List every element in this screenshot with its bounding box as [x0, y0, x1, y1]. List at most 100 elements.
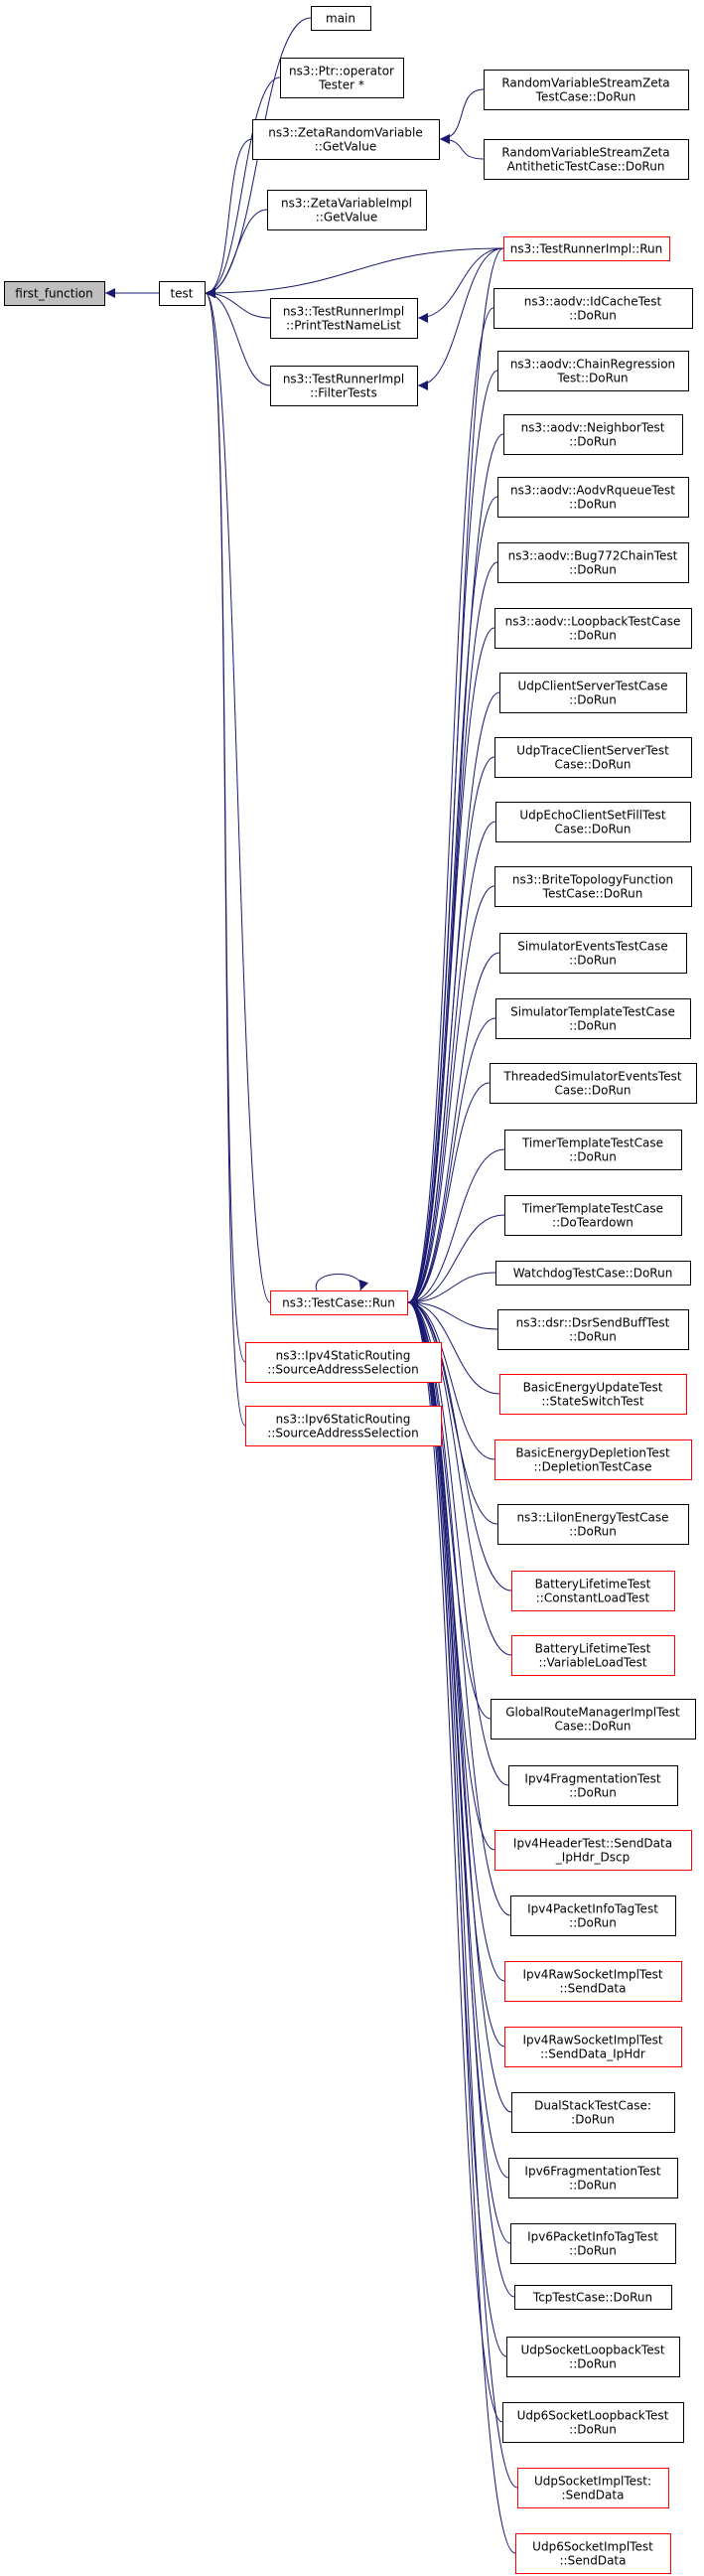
node-udp6-socket-send[interactable]: Udp6SocketImplTest::SendData	[515, 2533, 671, 2574]
edge-rvs-zeta-to-zeta-rv-getvalue	[439, 88, 485, 144]
edge-ipv4-pkt-info-to-testcase-run	[407, 1297, 511, 1916]
node-ipv4-frag[interactable]: Ipv4FragmentationTest::DoRun	[508, 1765, 678, 1806]
node-ipv6-sas[interactable]: ns3::Ipv6StaticRouting::SourceAddressSel…	[245, 1406, 442, 1446]
node-label: Ipv4RawSocketImplTest	[522, 1968, 662, 1982]
node-label: GlobalRouteManagerImplTest	[505, 1706, 680, 1720]
node-box	[494, 1830, 692, 1871]
node-trimpl-run[interactable]: ns3::TestRunnerImpl::Run	[503, 236, 670, 261]
node-box	[504, 1130, 682, 1170]
node-box	[494, 737, 692, 778]
node-main[interactable]: main	[311, 6, 371, 31]
node-label: ::SendData_IpHdr	[540, 2047, 645, 2061]
node-label: ns3::aodv::ChainRegression	[510, 358, 675, 372]
node-label: ::DoRun	[569, 1019, 617, 1033]
node-label: ::DoRun	[569, 2423, 617, 2437]
node-label: ::GetValue	[316, 211, 377, 225]
node-label: ::GetValue	[315, 140, 376, 154]
node-label: ::DoRun	[569, 1916, 617, 1930]
node-label: ns3::aodv::AodvRqueueTest	[510, 484, 675, 498]
node-dsr-sendbuff[interactable]: ns3::dsr::DsrSendBuffTest::DoRun	[497, 1309, 689, 1350]
node-tcp[interactable]: TcpTestCase::DoRun	[514, 2285, 672, 2310]
node-ipv4-header[interactable]: Ipv4HeaderTest::SendData_IpHdr_Dscp	[494, 1830, 692, 1871]
node-label: ns3::ZetaVariableImpl	[281, 197, 412, 211]
edge-aodv-neighbor-to-testcase-run	[407, 433, 504, 1307]
node-zeta-var-impl[interactable]: ns3::ZetaVariableImpl::GetValue	[267, 190, 427, 230]
node-label: UdpClientServerTestCase	[517, 680, 667, 693]
node-trimpl-filtertests[interactable]: ns3::TestRunnerImpl::FilterTests	[270, 366, 418, 406]
node-label: ::DoRun	[569, 1525, 617, 1539]
node-basic-energy-depletion[interactable]: BasicEnergyDepletionTest::DepletionTestC…	[494, 1440, 692, 1480]
node-label: ::DoRun	[569, 563, 617, 577]
node-label: ::DoRun	[569, 309, 617, 323]
edge-trimpl-filtertests-to-test	[205, 288, 271, 386]
edge-timer-teardown-to-testcase-run	[407, 1214, 505, 1307]
node-box	[4, 281, 105, 306]
node-udp-socket-send[interactable]: UdpSocketImplTest::SendData	[517, 2468, 669, 2508]
node-ipv4-pkt-info[interactable]: Ipv4PacketInfoTagTest::DoRun	[510, 1895, 676, 1936]
node-sim-template[interactable]: SimulatorTemplateTestCase::DoRun	[495, 998, 691, 1039]
node-aodv-loopback[interactable]: ns3::aodv::LoopbackTestCase::DoRun	[494, 608, 692, 649]
node-trimpl-printtestnamelist[interactable]: ns3::TestRunnerImpl::PrintTestNameList	[270, 298, 418, 339]
node-box	[484, 70, 689, 110]
node-box	[511, 2092, 675, 2133]
node-watchdog[interactable]: WatchdogTestCase::DoRun	[495, 1261, 691, 1286]
node-label: :SendData	[562, 2489, 625, 2502]
node-udp-loopback[interactable]: UdpSocketLoopbackTest::DoRun	[506, 2337, 680, 2377]
node-label: first_function	[15, 287, 92, 301]
node-ipv4-sas[interactable]: ns3::Ipv4StaticRouting::SourceAddressSel…	[245, 1342, 442, 1383]
node-aodv-neighbor[interactable]: ns3::aodv::NeighborTest::DoRun	[503, 414, 683, 455]
node-box	[497, 1309, 689, 1350]
node-timer-teardown[interactable]: TimerTemplateTestCase::DoTeardown	[504, 1195, 682, 1236]
node-rvs-zeta-anti[interactable]: RandomVariableStreamZetaAntitheticTestCa…	[484, 139, 689, 180]
node-label: ::DoRun	[569, 1330, 617, 1344]
node-testcase-run[interactable]: ns3::TestCase::Run	[270, 1290, 408, 1315]
edge-basic-energy-depletion-to-testcase-run	[407, 1297, 495, 1460]
edge-threaded-sim-to-testcase-run	[407, 1082, 491, 1307]
node-label: ns3::TestRunnerImpl	[283, 305, 404, 319]
node-label: Tester *	[318, 78, 364, 92]
node-brite[interactable]: ns3::BriteTopologyFunctionTestCase::DoRu…	[494, 866, 692, 907]
node-box	[515, 2533, 671, 2574]
node-test[interactable]: test	[159, 281, 206, 306]
node-aodv-idcache[interactable]: ns3::aodv::IdCacheTest::DoRun	[493, 288, 693, 329]
node-label: TimerTemplateTestCase	[521, 1202, 663, 1216]
node-liion[interactable]: ns3::LiIonEnergyTestCase::DoRun	[497, 1504, 689, 1545]
edge-testcase-run-to-testcase-run	[315, 1274, 369, 1291]
node-basic-energy-update[interactable]: BasicEnergyUpdateTest::StateSwitchTest	[499, 1374, 687, 1415]
node-timer-dorun[interactable]: TimerTemplateTestCase::DoRun	[504, 1130, 682, 1170]
node-first-function[interactable]: first_function	[4, 281, 105, 306]
node-label: UdpEchoClientSetFillTest	[519, 809, 666, 823]
node-ipv6-frag[interactable]: Ipv6FragmentationTest::DoRun	[508, 2158, 678, 2198]
node-label: ns3::aodv::NeighborTest	[521, 421, 665, 435]
node-label: WatchdogTestCase::DoRun	[513, 1267, 673, 1281]
node-label: DualStackTestCase:	[534, 2099, 651, 2113]
node-aodv-rqueue[interactable]: ns3::aodv::AodvRqueueTest::DoRun	[497, 477, 689, 518]
node-ipv6-pkt-info[interactable]: Ipv6PacketInfoTagTest::DoRun	[510, 2223, 676, 2264]
node-box	[494, 866, 692, 907]
node-udp-cs[interactable]: UdpClientServerTestCase::DoRun	[499, 673, 687, 713]
node-dualstack[interactable]: DualStackTestCase::DoRun	[511, 2092, 675, 2133]
node-box	[497, 542, 689, 583]
node-ipv4-raw-send-iphdr[interactable]: Ipv4RawSocketImplTest::SendData_IpHdr	[504, 2027, 682, 2067]
node-udp6-loopback[interactable]: Udp6SocketLoopbackTest::DoRun	[502, 2402, 684, 2443]
node-box	[503, 414, 683, 455]
node-label: Case::DoRun	[554, 1084, 631, 1098]
node-box	[499, 933, 687, 974]
node-box	[490, 1063, 697, 1104]
node-ipv4-raw-send[interactable]: Ipv4RawSocketImplTest::SendData	[504, 1961, 682, 2002]
edge-ipv4-frag-to-testcase-run	[407, 1297, 509, 1786]
node-battery-variable[interactable]: BatteryLifetimeTest::VariableLoadTest	[511, 1635, 675, 1676]
node-label: Case::DoRun	[554, 823, 631, 836]
node-sim-events[interactable]: SimulatorEventsTestCase::DoRun	[499, 933, 687, 974]
node-zeta-rv-getvalue[interactable]: ns3::ZetaRandomVariable::GetValue	[252, 119, 440, 160]
node-battery-constant[interactable]: BatteryLifetimeTest::ConstantLoadTest	[511, 1571, 675, 1611]
edge-udp6-loopback-to-testcase-run	[407, 1297, 503, 2423]
node-aodv-bug772[interactable]: ns3::aodv::Bug772ChainTest::DoRun	[497, 542, 689, 583]
